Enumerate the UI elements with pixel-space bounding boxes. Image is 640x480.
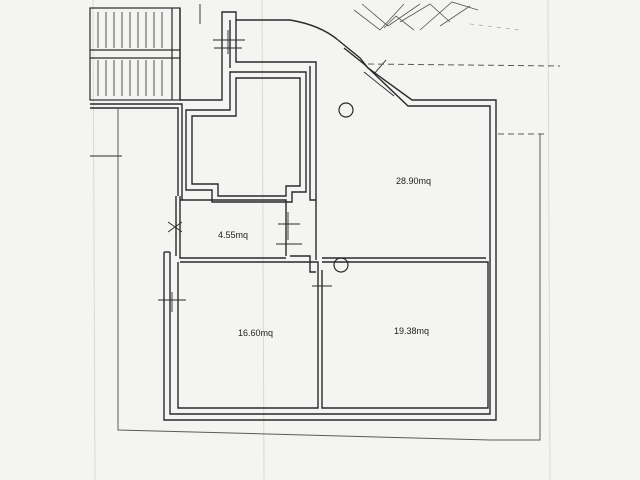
- upper-walls: [90, 8, 339, 200]
- main-walls: [163, 39, 497, 421]
- room-area-label-living: 28.90mq: [396, 176, 431, 186]
- scan-lines: [92, 0, 551, 480]
- door-marks: [158, 4, 395, 312]
- room-area-label-bath: 4.55mq: [218, 230, 248, 240]
- staircase: [89, 7, 181, 101]
- room-area-label-bedroom-left: 16.60mq: [238, 328, 273, 338]
- room-area-label-bedroom-right: 19.38mq: [394, 326, 429, 336]
- fixtures: [333, 102, 354, 273]
- terrace-lines: [117, 63, 561, 441]
- closet-block: [185, 71, 307, 203]
- sketch-hatching: [353, 1, 521, 31]
